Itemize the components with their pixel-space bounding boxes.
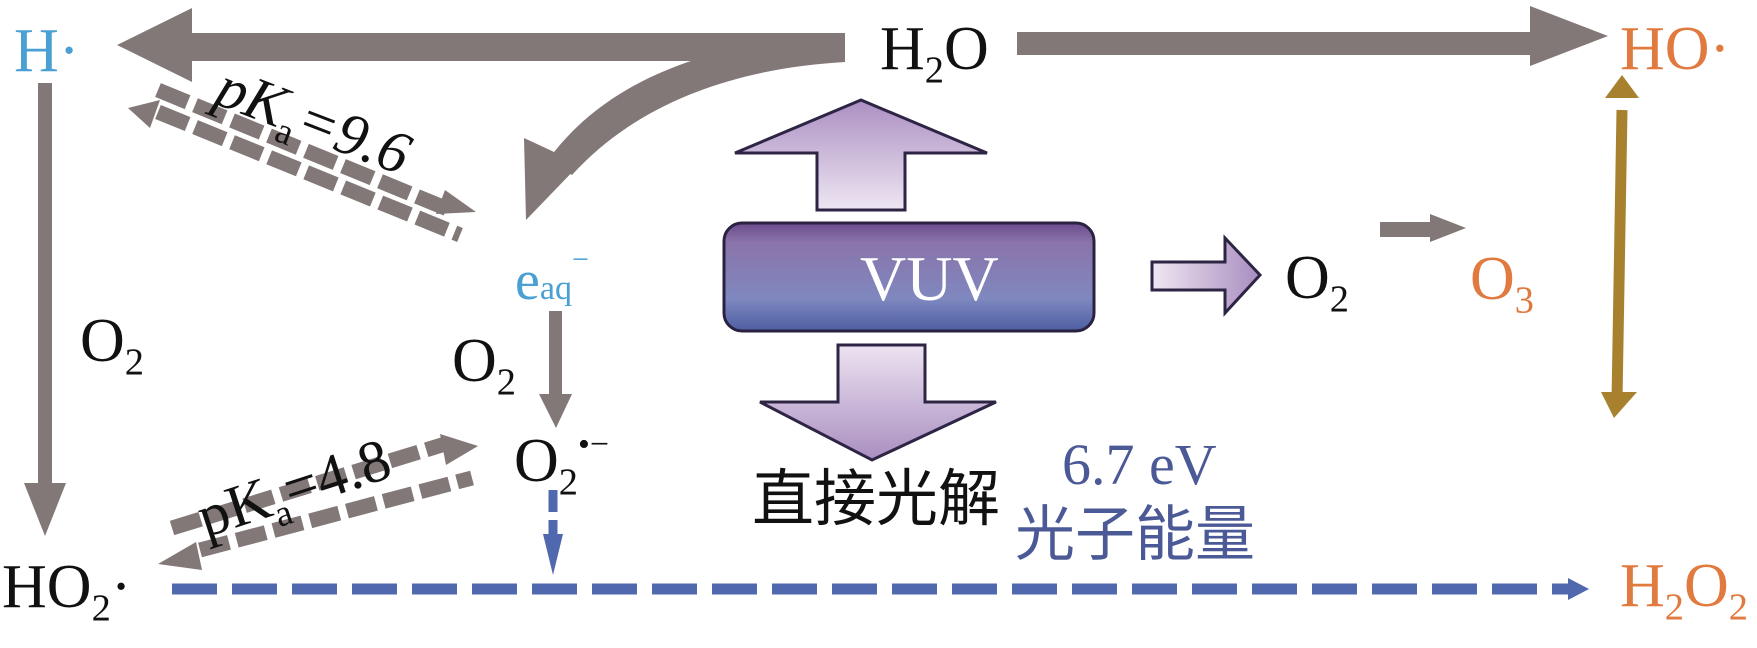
h2o-o: O <box>944 15 989 83</box>
equilibrium-ho2-superoxide <box>158 434 478 570</box>
superoxide-charge: •− <box>578 426 610 463</box>
h2o-subscript: 2 <box>924 49 944 92</box>
arrow-eaq-to-superoxide <box>539 311 572 428</box>
o2-left-subscript: 2 <box>124 341 144 384</box>
species-h2o: H2O <box>880 18 989 90</box>
o2-left-o: O <box>80 307 125 375</box>
species-superoxide: O2•− <box>514 428 609 502</box>
ho2-ho: HO <box>2 553 92 621</box>
h2o2-subscript-1: 2 <box>1664 586 1684 629</box>
o2-mid-o: O <box>452 327 497 395</box>
arrow-ho2-to-h2o2 <box>172 578 1589 600</box>
o3-o: O <box>1470 245 1515 313</box>
superoxide-subscript: 2 <box>558 461 578 504</box>
ho2-dot: · <box>110 553 132 621</box>
vuv-label: VUV <box>860 243 999 314</box>
vuv-up-arrow <box>734 98 988 212</box>
o2-mid-subscript: 2 <box>496 361 516 404</box>
equilibrium-h-eaq <box>128 83 476 242</box>
arrow-o2-to-o3 <box>1380 214 1466 242</box>
arrow-h-to-ho2 <box>24 83 66 536</box>
photon-energy-label: 光子能量 <box>1015 500 1255 570</box>
species-eaq: eaq− <box>515 243 589 312</box>
eaq-charge: − <box>571 243 589 276</box>
photon-energy-value: 6.7 eV <box>1062 432 1217 497</box>
eaq-e: e <box>515 250 540 312</box>
species-o2-right: O2 <box>1285 247 1349 319</box>
o3-subscript: 3 <box>1514 279 1534 322</box>
vuv-down-arrow <box>759 343 997 462</box>
arrow-h2o-to-ho-radical <box>1017 6 1608 66</box>
eaq-subscript: aq <box>539 270 572 307</box>
h2o-h: H <box>880 15 925 83</box>
arrow-h2o-to-eaq <box>524 35 845 220</box>
h2o2-h: H <box>1620 552 1665 620</box>
species-ho2-radical: HO2· <box>2 556 131 628</box>
species-o3: O3 <box>1470 248 1534 320</box>
direct-photolysis-label: 直接光解 <box>752 462 1001 535</box>
arrow-ho-h2o2-double <box>1601 75 1639 418</box>
arrow-h2o-to-h-radical <box>117 8 845 82</box>
species-h-radical: H· <box>14 17 80 85</box>
reactant-o2-left: O2 <box>80 310 144 382</box>
vuv-box <box>722 221 1096 333</box>
species-ho-radical: HO· <box>1620 15 1731 83</box>
superoxide-o: O <box>514 427 559 495</box>
ho2-subscript: 2 <box>91 587 111 630</box>
reactant-o2-mid: O2 <box>452 330 516 402</box>
h2o2-o: O <box>1684 552 1729 620</box>
h2o2-subscript-2: 2 <box>1728 586 1748 629</box>
species-h2o2: H2O2 <box>1620 555 1748 627</box>
o2-right-subscript: 2 <box>1329 278 1349 321</box>
arrow-superoxide-to-dashed-path <box>543 490 563 575</box>
vuv-right-arrow <box>1150 234 1263 317</box>
o2-right-o: O <box>1285 244 1330 312</box>
